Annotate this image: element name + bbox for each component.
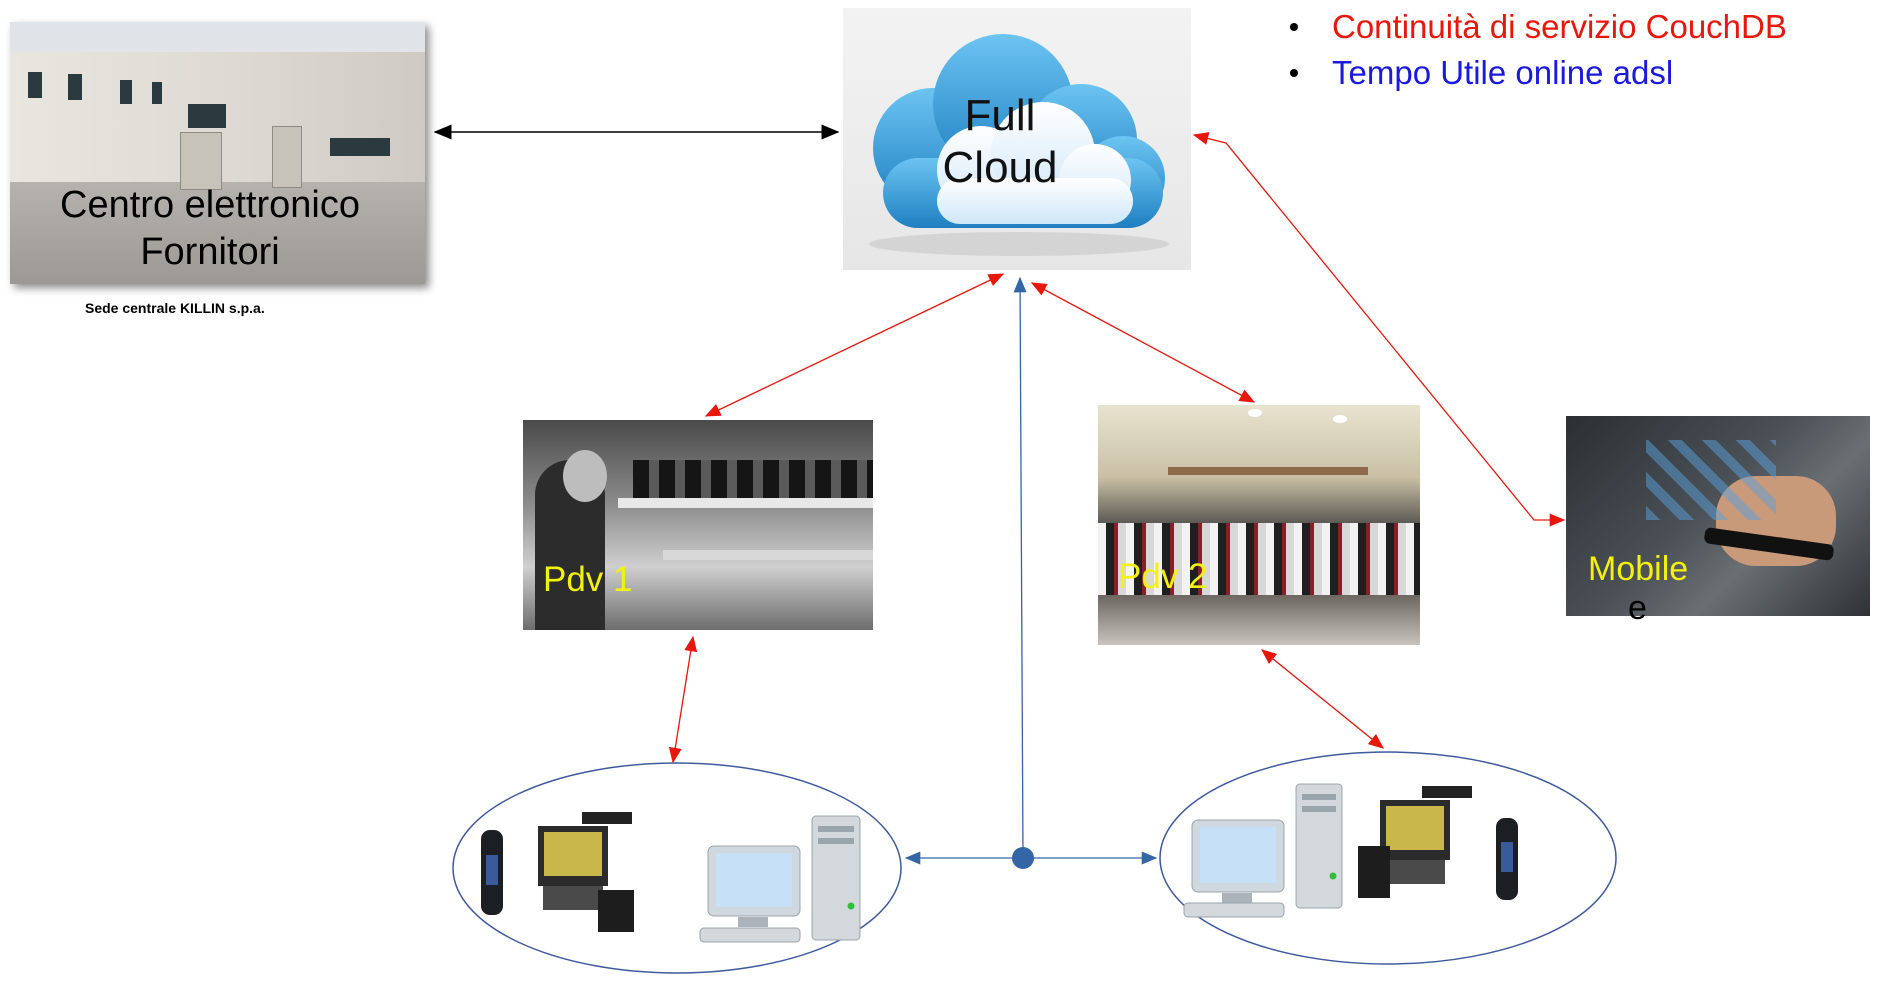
shelf <box>663 550 873 560</box>
window <box>188 104 226 128</box>
shelf <box>618 498 873 508</box>
door <box>180 132 222 190</box>
cloud-tile: Full Cloud <box>843 8 1191 270</box>
headquarters-label: Centro elettronico Fornitori <box>20 182 400 276</box>
network1-handheld-scanner-icon <box>481 830 503 915</box>
ceiling-light <box>1248 409 1262 417</box>
headquarters-photo: Centro elettronico Fornitori <box>10 22 425 284</box>
ceiling-light <box>1333 415 1347 423</box>
network2-pos-terminal-icon <box>1358 786 1472 898</box>
bullet-icon <box>1290 23 1298 31</box>
cloud-label-line1: Full <box>964 91 1036 140</box>
cloud-label-line2: Cloud <box>942 143 1058 192</box>
network2-desktop-computer-icon <box>1183 783 1343 918</box>
pdv2-network2-connector <box>1260 649 1385 749</box>
legend: Continuità di servizio CouchDB Tempo Uti… <box>1290 4 1787 96</box>
cloud-label: Full Cloud <box>925 90 1075 194</box>
store1-photo: Pdv 1 <box>523 420 873 630</box>
shelf <box>1168 467 1368 475</box>
network2-handheld-scanner-icon <box>1496 818 1518 900</box>
clothes-rack <box>1098 523 1420 595</box>
store1-network-ellipse <box>452 762 902 974</box>
junction-node <box>1012 847 1034 869</box>
cloud-pdv2-connector <box>1030 282 1256 403</box>
network1-desktop-computer-icon <box>699 815 861 943</box>
mobile-photo: Mobile <box>1566 416 1870 616</box>
network1-pos-terminal-icon <box>538 812 634 932</box>
junction-cloud-connector <box>1013 276 1027 859</box>
legend-label: Continuità di servizio CouchDB <box>1332 8 1787 45</box>
bullet-icon <box>1290 69 1298 77</box>
window <box>120 80 132 104</box>
window <box>152 82 162 104</box>
cloud-mobile-connector <box>1192 132 1566 527</box>
legend-item-couchdb: Continuità di servizio CouchDB <box>1290 4 1787 50</box>
headquarters-label-line1: Centro elettronico <box>60 184 360 226</box>
store1-label: Pdv 1 <box>543 560 633 599</box>
headquarters-label-line2: Fornitori <box>140 231 280 273</box>
shoe-row <box>633 460 873 498</box>
message-icons <box>1646 440 1776 520</box>
store2-network-ellipse <box>1159 751 1617 965</box>
cloud-pdv1-connector <box>704 273 1005 417</box>
store2-photo: Pdv 2 <box>1098 405 1420 645</box>
door <box>272 126 302 188</box>
window <box>68 74 82 100</box>
legend-label: Tempo Utile online adsl <box>1332 54 1674 91</box>
window <box>28 72 42 98</box>
mobile-label: Mobile <box>1588 550 1689 588</box>
store2-label: Pdv 2 <box>1118 557 1208 596</box>
pdv1-network1-connector <box>668 635 698 764</box>
window <box>330 138 390 156</box>
headquarters-caption: Sede centrale KILLIN s.p.a. <box>85 300 265 316</box>
legend-item-adsl: Tempo Utile online adsl <box>1290 50 1787 96</box>
mobile-label-overflow: e <box>1628 589 1647 627</box>
shop-assistant-head <box>563 450 607 502</box>
cloud-icon <box>869 34 1169 256</box>
